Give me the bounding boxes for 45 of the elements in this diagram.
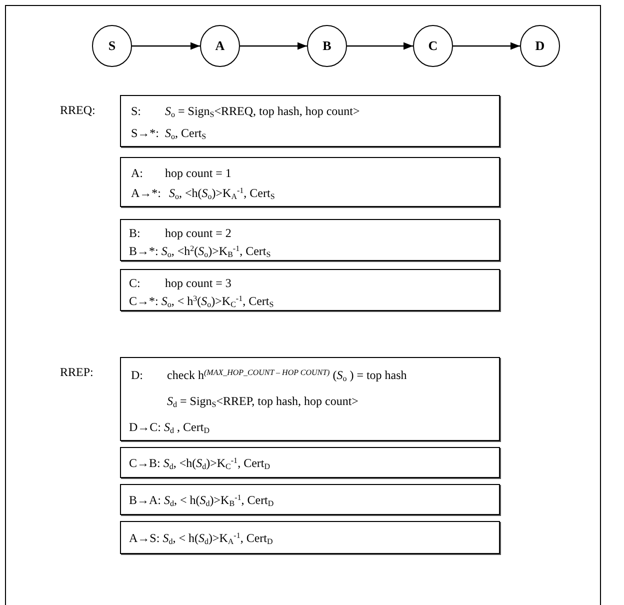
message-text: hop count = 2 — [165, 226, 232, 240]
node-label: D — [535, 38, 545, 54]
node-label: A — [215, 38, 225, 54]
section-label: RREQ: — [60, 103, 96, 118]
arrow — [132, 42, 200, 50]
message-box — [120, 219, 500, 261]
arrow — [347, 42, 413, 50]
message-text: A→S: S$_{d}$, < h(S$_{d}$)>K$_{A}$$^{-1}$, Cert$_{D}$ — [129, 531, 273, 545]
message-text: hop count = 3 — [165, 276, 232, 290]
message-box — [120, 521, 500, 554]
node-label: C — [428, 38, 438, 54]
node-ellipse — [307, 25, 347, 67]
arrow — [453, 42, 520, 50]
message-text: A→*: — [131, 186, 161, 200]
message-box — [120, 484, 500, 515]
message-box — [120, 95, 500, 147]
message-text: C→*: S$_{o}$, < h$^{3}$(S$_{o}$)>K$_{C}$$^{-1}$, Cert$_{S}$ — [129, 294, 274, 308]
arrow — [240, 42, 307, 50]
message-text: S→*: — [131, 126, 160, 140]
message-text: D→C: S$_{d}$ , Cert$_{D}$ — [129, 420, 210, 434]
node-ellipse — [520, 25, 560, 67]
message-text: C: — [129, 276, 140, 290]
message-box — [120, 157, 500, 207]
message-text: check h$^{(MAX_HOP_COUNT – HOP COUNT)}$ (S$_{o}$ ) = top hash — [167, 368, 407, 382]
message-text: S$_{o}$, <h(S$_{o}$)>K$_{A}$$^{-1}$, Cert$_{S}$ — [169, 186, 275, 200]
node-label: B — [322, 38, 332, 54]
message-text: B→*: S$_{o}$, <h$^{2}$(S$_{o}$)>K$_{B}$$^{-1}$, Cert$_{S}$ — [129, 244, 271, 258]
section-label: RREP: — [60, 365, 94, 380]
node-ellipse — [92, 25, 132, 67]
message-text: A: — [131, 166, 143, 180]
node-label: S — [108, 38, 116, 54]
message-text: S$_{o}$ = Sign$_{S}$<RREQ, top hash, hop count> — [165, 104, 360, 118]
message-text: S: — [131, 104, 142, 118]
message-box — [120, 447, 500, 478]
message-text: S$_{o}$, Cert$_{S}$ — [165, 126, 206, 140]
node-ellipse — [413, 25, 453, 67]
message-text: B→A: S$_{d}$, < h(S$_{d}$)>K$_{B}$$^{-1}$, Cert$_{D}$ — [129, 493, 274, 507]
message-text: D: — [131, 368, 143, 382]
message-text: S$_{d}$ = Sign$_{S}$<RREP, top hash, hop count> — [167, 394, 358, 408]
node-ellipse — [200, 25, 240, 67]
message-text: hop count = 1 — [165, 166, 232, 180]
message-box — [120, 269, 500, 311]
message-box — [120, 357, 500, 441]
message-text: C→B: S$_{d}$, <h(S$_{d}$)>K$_{C}$$^{-1}$, Cert$_{D}$ — [129, 456, 270, 470]
message-text: B: — [129, 226, 140, 240]
